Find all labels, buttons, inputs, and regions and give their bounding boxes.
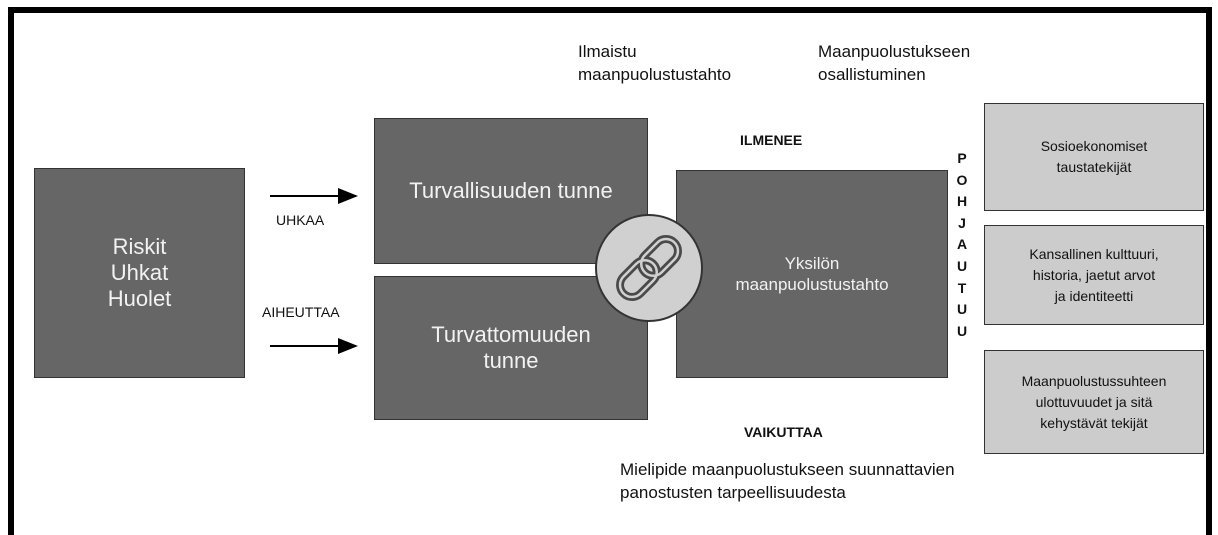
defense-relation-box: Maanpuolustussuhteen ulottuvuudet ja sit…	[984, 350, 1204, 454]
security-feeling-label: Turvallisuuden tunne	[409, 178, 613, 203]
vertical-letter: O	[956, 171, 968, 188]
diagram-frame	[8, 7, 1212, 535]
vertical-letter: U	[956, 257, 968, 274]
manifests-label: ILMENEE	[740, 132, 803, 148]
insecurity-feeling-box: Turvattomuuden tunne	[374, 276, 648, 420]
vertical-letter: T	[957, 279, 967, 296]
vertical-letter: J	[958, 214, 966, 231]
affects-label: VAIKUTTAA	[744, 424, 823, 440]
culture-label: Kansallinen kulttuuri, historia, jaetut …	[1029, 245, 1159, 304]
socioeconomic-label: Sosioekonomiset taustatekijät	[1040, 138, 1148, 175]
arrow-label-cause: AIHEUTTAA	[262, 304, 340, 320]
vertical-letter: U	[956, 301, 968, 318]
security-feeling-box: Turvallisuuden tunne	[374, 118, 648, 264]
participation-note: Maanpuolustukseen osallistuminen	[818, 42, 971, 84]
insecurity-feeling-label: Turvattomuuden tunne	[431, 322, 591, 373]
defense-will-box: Yksilön maanpuolustustahto	[676, 170, 948, 378]
vertical-letter: P	[957, 150, 967, 166]
socioeconomic-box: Sosioekonomiset taustatekijät	[984, 103, 1204, 211]
defense-relation-label: Maanpuolustussuhteen ulottuvuudet ja sit…	[1021, 372, 1167, 431]
vertical-letter: A	[956, 236, 968, 253]
opinion-note: Mielipide maanpuolustukseen suunnattavie…	[620, 460, 955, 502]
chain-link-icon	[595, 214, 703, 322]
expressed-will-note: Ilmaistu maanpuolustustahto	[578, 42, 732, 84]
risks-box: Riskit Uhkat Huolet	[34, 168, 245, 378]
defense-will-label: Yksilön maanpuolustustahto	[735, 254, 889, 294]
vertical-letter: U	[956, 322, 968, 339]
vertical-word: P O H J A U T U U	[956, 148, 968, 342]
vertical-letter: H	[956, 193, 968, 210]
culture-box: Kansallinen kulttuuri, historia, jaetut …	[984, 225, 1204, 325]
arrow-label-threat: UHKAA	[276, 212, 325, 228]
risks-label: Riskit Uhkat Huolet	[107, 234, 172, 311]
